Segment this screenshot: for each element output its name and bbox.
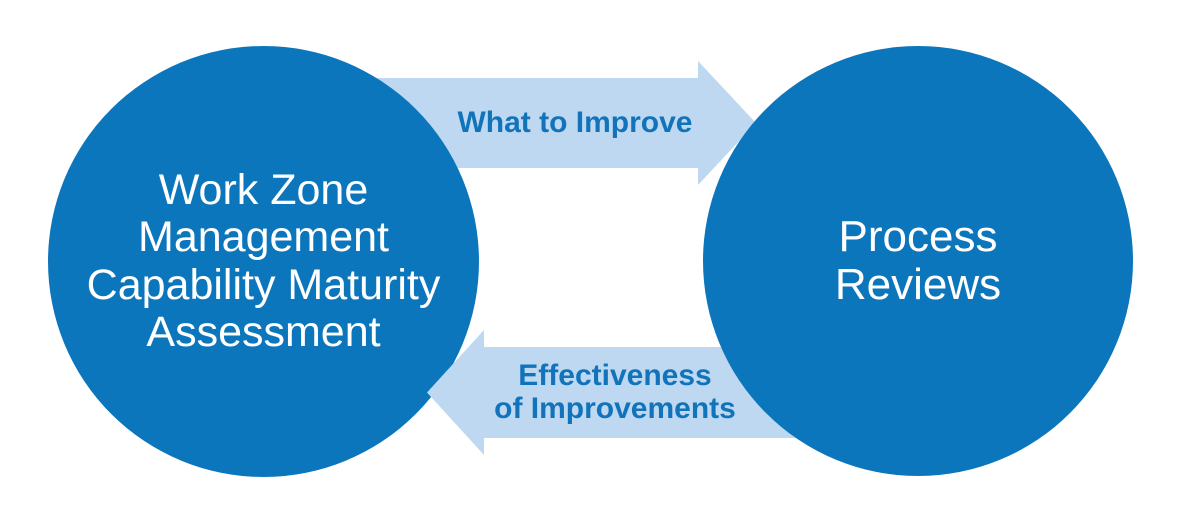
work-zone-assessment-circle: Work Zone Management Capability Maturity… bbox=[48, 46, 479, 477]
top-arrow-label: What to Improve bbox=[410, 78, 740, 168]
label-line: Process bbox=[838, 211, 998, 261]
label-line: of Improvements bbox=[494, 391, 736, 425]
process-reviews-circle: Process Reviews bbox=[703, 46, 1133, 476]
label-line: Work Zone bbox=[158, 165, 369, 214]
process-reviews-label: Process Reviews bbox=[834, 211, 1002, 310]
label-line: Reviews bbox=[834, 260, 1002, 309]
bottom-arrow-label: Effectiveness of Improvements bbox=[478, 347, 752, 438]
label-line: Management bbox=[138, 213, 389, 262]
label-line: Effectiveness bbox=[518, 359, 712, 393]
label-line: Capability Maturity bbox=[86, 260, 441, 309]
work-zone-assessment-label: Work Zone Management Capability Maturity… bbox=[86, 165, 441, 356]
label-line: Assessment bbox=[146, 307, 381, 356]
top-arrow-label-text: What to Improve bbox=[457, 105, 693, 139]
